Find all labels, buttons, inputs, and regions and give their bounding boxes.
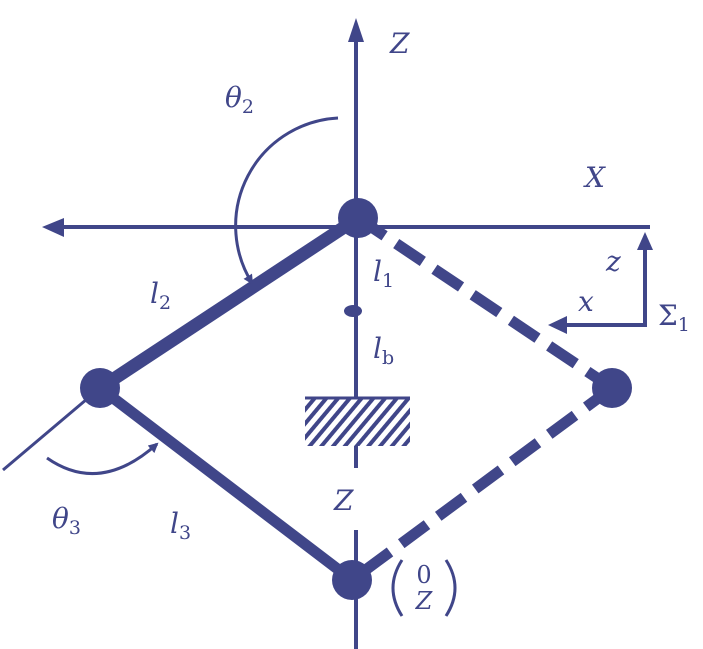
label-frame-z: z — [606, 245, 621, 278]
label-l3: l3 — [170, 507, 192, 544]
link-dashed-lower — [348, 383, 616, 585]
x-axis-arrowhead — [42, 218, 64, 237]
label-x: X — [585, 161, 605, 194]
theta3-reference-line — [2, 386, 101, 472]
label-z-top: Z — [390, 27, 410, 60]
vector-bottom: Z — [415, 587, 433, 615]
link-l3 — [96, 383, 356, 585]
vector-right-parenthesis — [444, 559, 457, 617]
label-l2: l2 — [150, 277, 172, 314]
joint-left — [80, 368, 120, 408]
vector-top: 0 — [416, 561, 432, 589]
joint-right — [592, 368, 632, 408]
theta3-arc — [46, 442, 159, 476]
link-dashed-upper — [354, 213, 616, 393]
label-l1: l1 — [373, 255, 395, 292]
ground-base — [305, 398, 410, 446]
joint-bottom — [332, 560, 372, 600]
joint-lb — [344, 305, 362, 317]
link-l2 — [96, 212, 362, 394]
joint-top — [338, 198, 378, 238]
position-vector: 0 Z — [404, 562, 444, 614]
label-theta2: θ2 — [225, 81, 254, 118]
label-frame-x: x — [578, 285, 594, 318]
label-sigma1: Σ1 — [658, 299, 690, 336]
label-theta3: θ3 — [52, 502, 81, 539]
vector-left-parenthesis — [391, 559, 404, 617]
z-axis-arrowhead — [348, 18, 364, 42]
label-z-bottom: Z — [334, 484, 354, 517]
theta2-arc — [234, 116, 339, 285]
label-lb: lb — [373, 332, 395, 369]
